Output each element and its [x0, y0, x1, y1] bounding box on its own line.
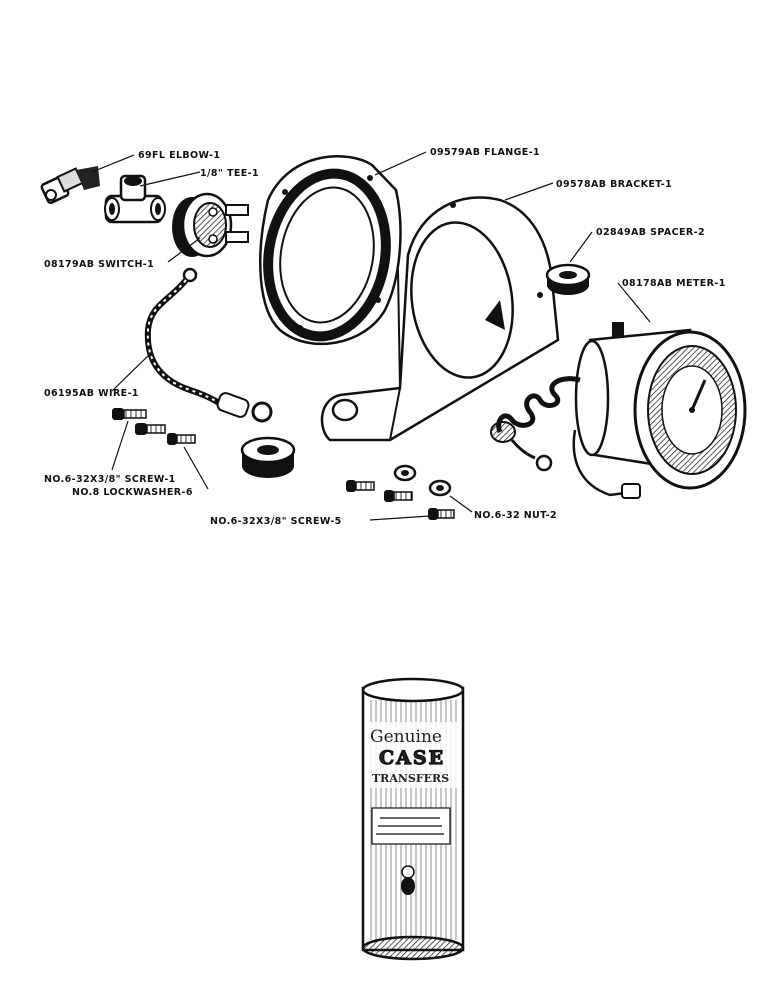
tube-brand-genuine: Genuine [370, 727, 442, 747]
label-meter: 08178AB METER-1 [622, 278, 726, 289]
flange [259, 155, 402, 345]
label-lockwasher: NO.8 LOCKWASHER-6 [72, 487, 193, 498]
nut-2 [428, 479, 452, 497]
leader-lines [91, 151, 651, 521]
label-switch: 08179AB SWITCH-1 [44, 259, 154, 270]
label-bracket: 09578AB BRACKET-1 [556, 179, 672, 190]
tube-brand-transfers: TRANSFERS [372, 772, 449, 785]
label-nut: NO.6-32 NUT-2 [474, 510, 557, 521]
bracket [320, 196, 560, 442]
label-elbow: 69FL ELBOW-1 [138, 150, 220, 161]
screw-center-3 [428, 508, 455, 520]
label-flange: 09579AB FLANGE-1 [430, 147, 540, 158]
spacer-lower [240, 436, 296, 478]
tube-brand-case: CASE [379, 747, 445, 769]
label-spacer: 02849AB SPACER-2 [596, 227, 705, 238]
screw-center-2 [384, 490, 413, 502]
label-screw-5: NO.6-32X3/8" SCREW-5 [210, 516, 342, 527]
spacer-upper [545, 263, 591, 295]
nut-1 [393, 464, 417, 482]
label-screw-1: NO.6-32X3/8" SCREW-1 [44, 474, 176, 485]
lockwasher-left [167, 433, 196, 445]
tee-fitting [104, 174, 166, 224]
wire [144, 267, 273, 423]
transfer-tube: Genuine CASE TRANSFERS [361, 677, 465, 961]
meter [490, 322, 747, 499]
label-tee: 1/8" TEE-1 [200, 168, 259, 179]
label-wire: 06195AB WIRE-1 [44, 388, 139, 399]
screw-left-2 [135, 423, 166, 435]
switch [172, 192, 249, 258]
elbow-fitting [40, 166, 100, 204]
screw-center-1 [346, 480, 375, 492]
screw-left-1 [112, 408, 147, 420]
